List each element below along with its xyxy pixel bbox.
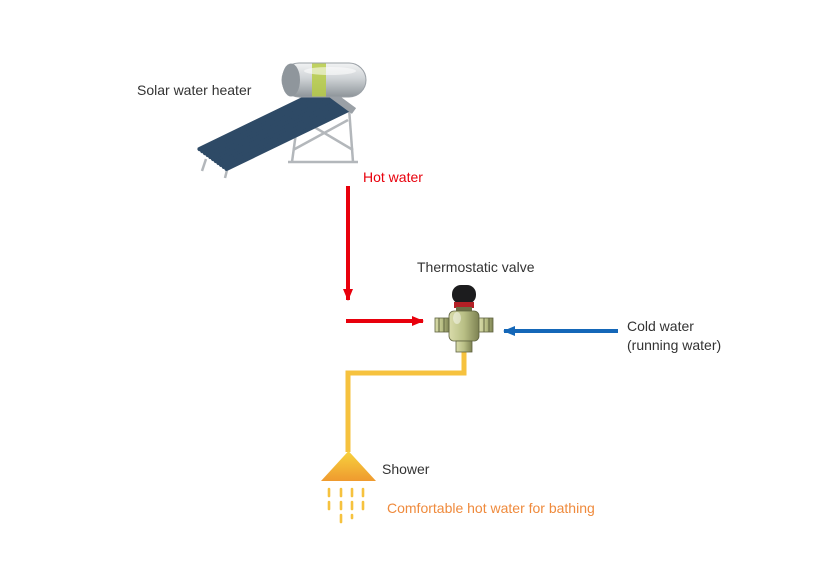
cold-water-label-line1: Cold water	[627, 318, 694, 334]
shower-icon	[321, 451, 376, 524]
valve-nut-lines	[438, 318, 490, 332]
shower-cone	[321, 451, 376, 481]
tank-end-cap	[282, 63, 300, 97]
cold-water-label-line2: (running water)	[627, 337, 722, 353]
mixed-water-pipe	[345, 351, 467, 452]
valve-bottom-stub	[455, 340, 473, 353]
solar-water-heater-label: Solar water heater	[137, 82, 252, 98]
valve-cap-band	[454, 302, 474, 308]
hot-water-label: Hot water	[363, 169, 423, 185]
valve-neck	[456, 307, 472, 312]
valve-left-stub	[434, 317, 450, 333]
thermostatic-valve-label: Thermostatic valve	[417, 259, 535, 275]
shower-spray	[327, 487, 365, 524]
valve-highlight	[453, 312, 461, 324]
solar-water-heater-illustration	[197, 62, 367, 179]
thermostatic-valve-illustration	[434, 285, 494, 353]
tank-highlight	[304, 67, 356, 75]
valve-right-stub	[478, 317, 494, 333]
valve-cap	[452, 285, 476, 304]
shower-label: Shower	[382, 461, 430, 477]
cold-water-label: Cold water (running water)	[627, 317, 721, 355]
vacuum-tubes	[197, 86, 353, 171]
comfort-caption: Comfortable hot water for bathing	[387, 500, 595, 516]
hot-water-pipe	[343, 186, 424, 326]
